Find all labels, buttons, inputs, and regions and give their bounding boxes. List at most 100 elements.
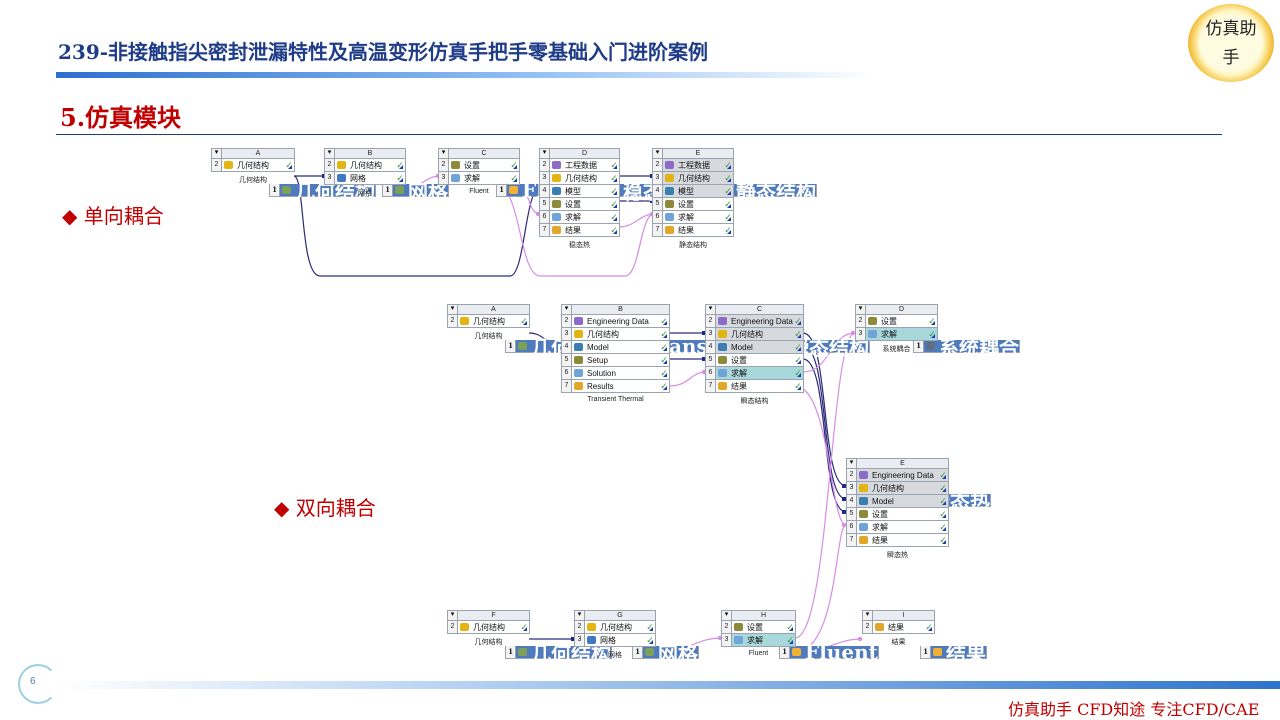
cell-corner-icon [288, 165, 292, 169]
system-menu-button[interactable]: ▾ [561, 304, 572, 315]
system-menu-button[interactable]: ▾ [211, 148, 222, 159]
system-caption[interactable]: 系统耦合 [882, 346, 911, 353]
system-menu-button[interactable]: ▾ [574, 610, 585, 621]
system-menu-button[interactable]: ▾ [705, 304, 716, 315]
system-menu-button[interactable]: ▾ [539, 148, 550, 159]
cell-label: 几何结构 [872, 483, 904, 493]
fluent-icon [792, 648, 801, 656]
system-menu-button[interactable]: ▾ [862, 610, 873, 621]
system-caption[interactable]: 稳态热 [569, 242, 590, 249]
system-menu-button[interactable]: ▾ [855, 304, 866, 315]
row-number: 7 [539, 224, 550, 237]
system-caption[interactable]: 网格 [358, 190, 372, 197]
system-caption[interactable]: 几何结构 [474, 639, 503, 646]
system-caption[interactable]: 瞬态热 [887, 552, 908, 559]
system-menu-button[interactable]: ▾ [652, 148, 663, 159]
system-caption[interactable]: 静态结构 [679, 242, 707, 249]
system-menu-button[interactable]: ▾ [447, 304, 458, 315]
system-block-b[interactable]: ▾B1Transient Thermal2Engineering Data✓3几… [561, 304, 855, 403]
system-caption[interactable]: 网格 [608, 652, 622, 659]
system-menu-button[interactable]: ▾ [846, 458, 857, 469]
wire-geometry [293, 175, 541, 277]
system-caption[interactable]: Fluent [469, 188, 489, 195]
system-menu-button[interactable]: ▾ [721, 610, 732, 621]
system-caption[interactable]: Transient Thermal [587, 396, 644, 403]
system-menu-button[interactable]: ▾ [324, 148, 335, 159]
cell-label: 结果 [731, 381, 747, 391]
system-caption[interactable]: 几何结构 [239, 177, 267, 184]
system-caption[interactable]: 结果 [891, 639, 906, 646]
system-block-c[interactable]: ▾C1Fluent2设置✓3求解✓Fluent [438, 148, 596, 202]
cell-corner-icon [523, 321, 527, 325]
system-menu-button[interactable]: ▾ [438, 148, 449, 159]
system-block-e[interactable]: ▾E1瞬态热2Engineering Data✓3几何结构✓4Model✓5设置… [846, 458, 991, 560]
cell-label: Model [872, 496, 894, 506]
system-caption[interactable]: Fluent [748, 650, 769, 657]
system-caption[interactable]: 瞬态结构 [740, 398, 769, 405]
system-block-c[interactable]: ▾C1瞬态结构2Engineering Data✓3几何结构✓4Model✓5设… [705, 304, 870, 406]
system-caption[interactable]: 几何结构 [474, 333, 503, 340]
cell-corner-icon [942, 501, 946, 505]
system-menu-button[interactable]: ▾ [447, 610, 458, 621]
